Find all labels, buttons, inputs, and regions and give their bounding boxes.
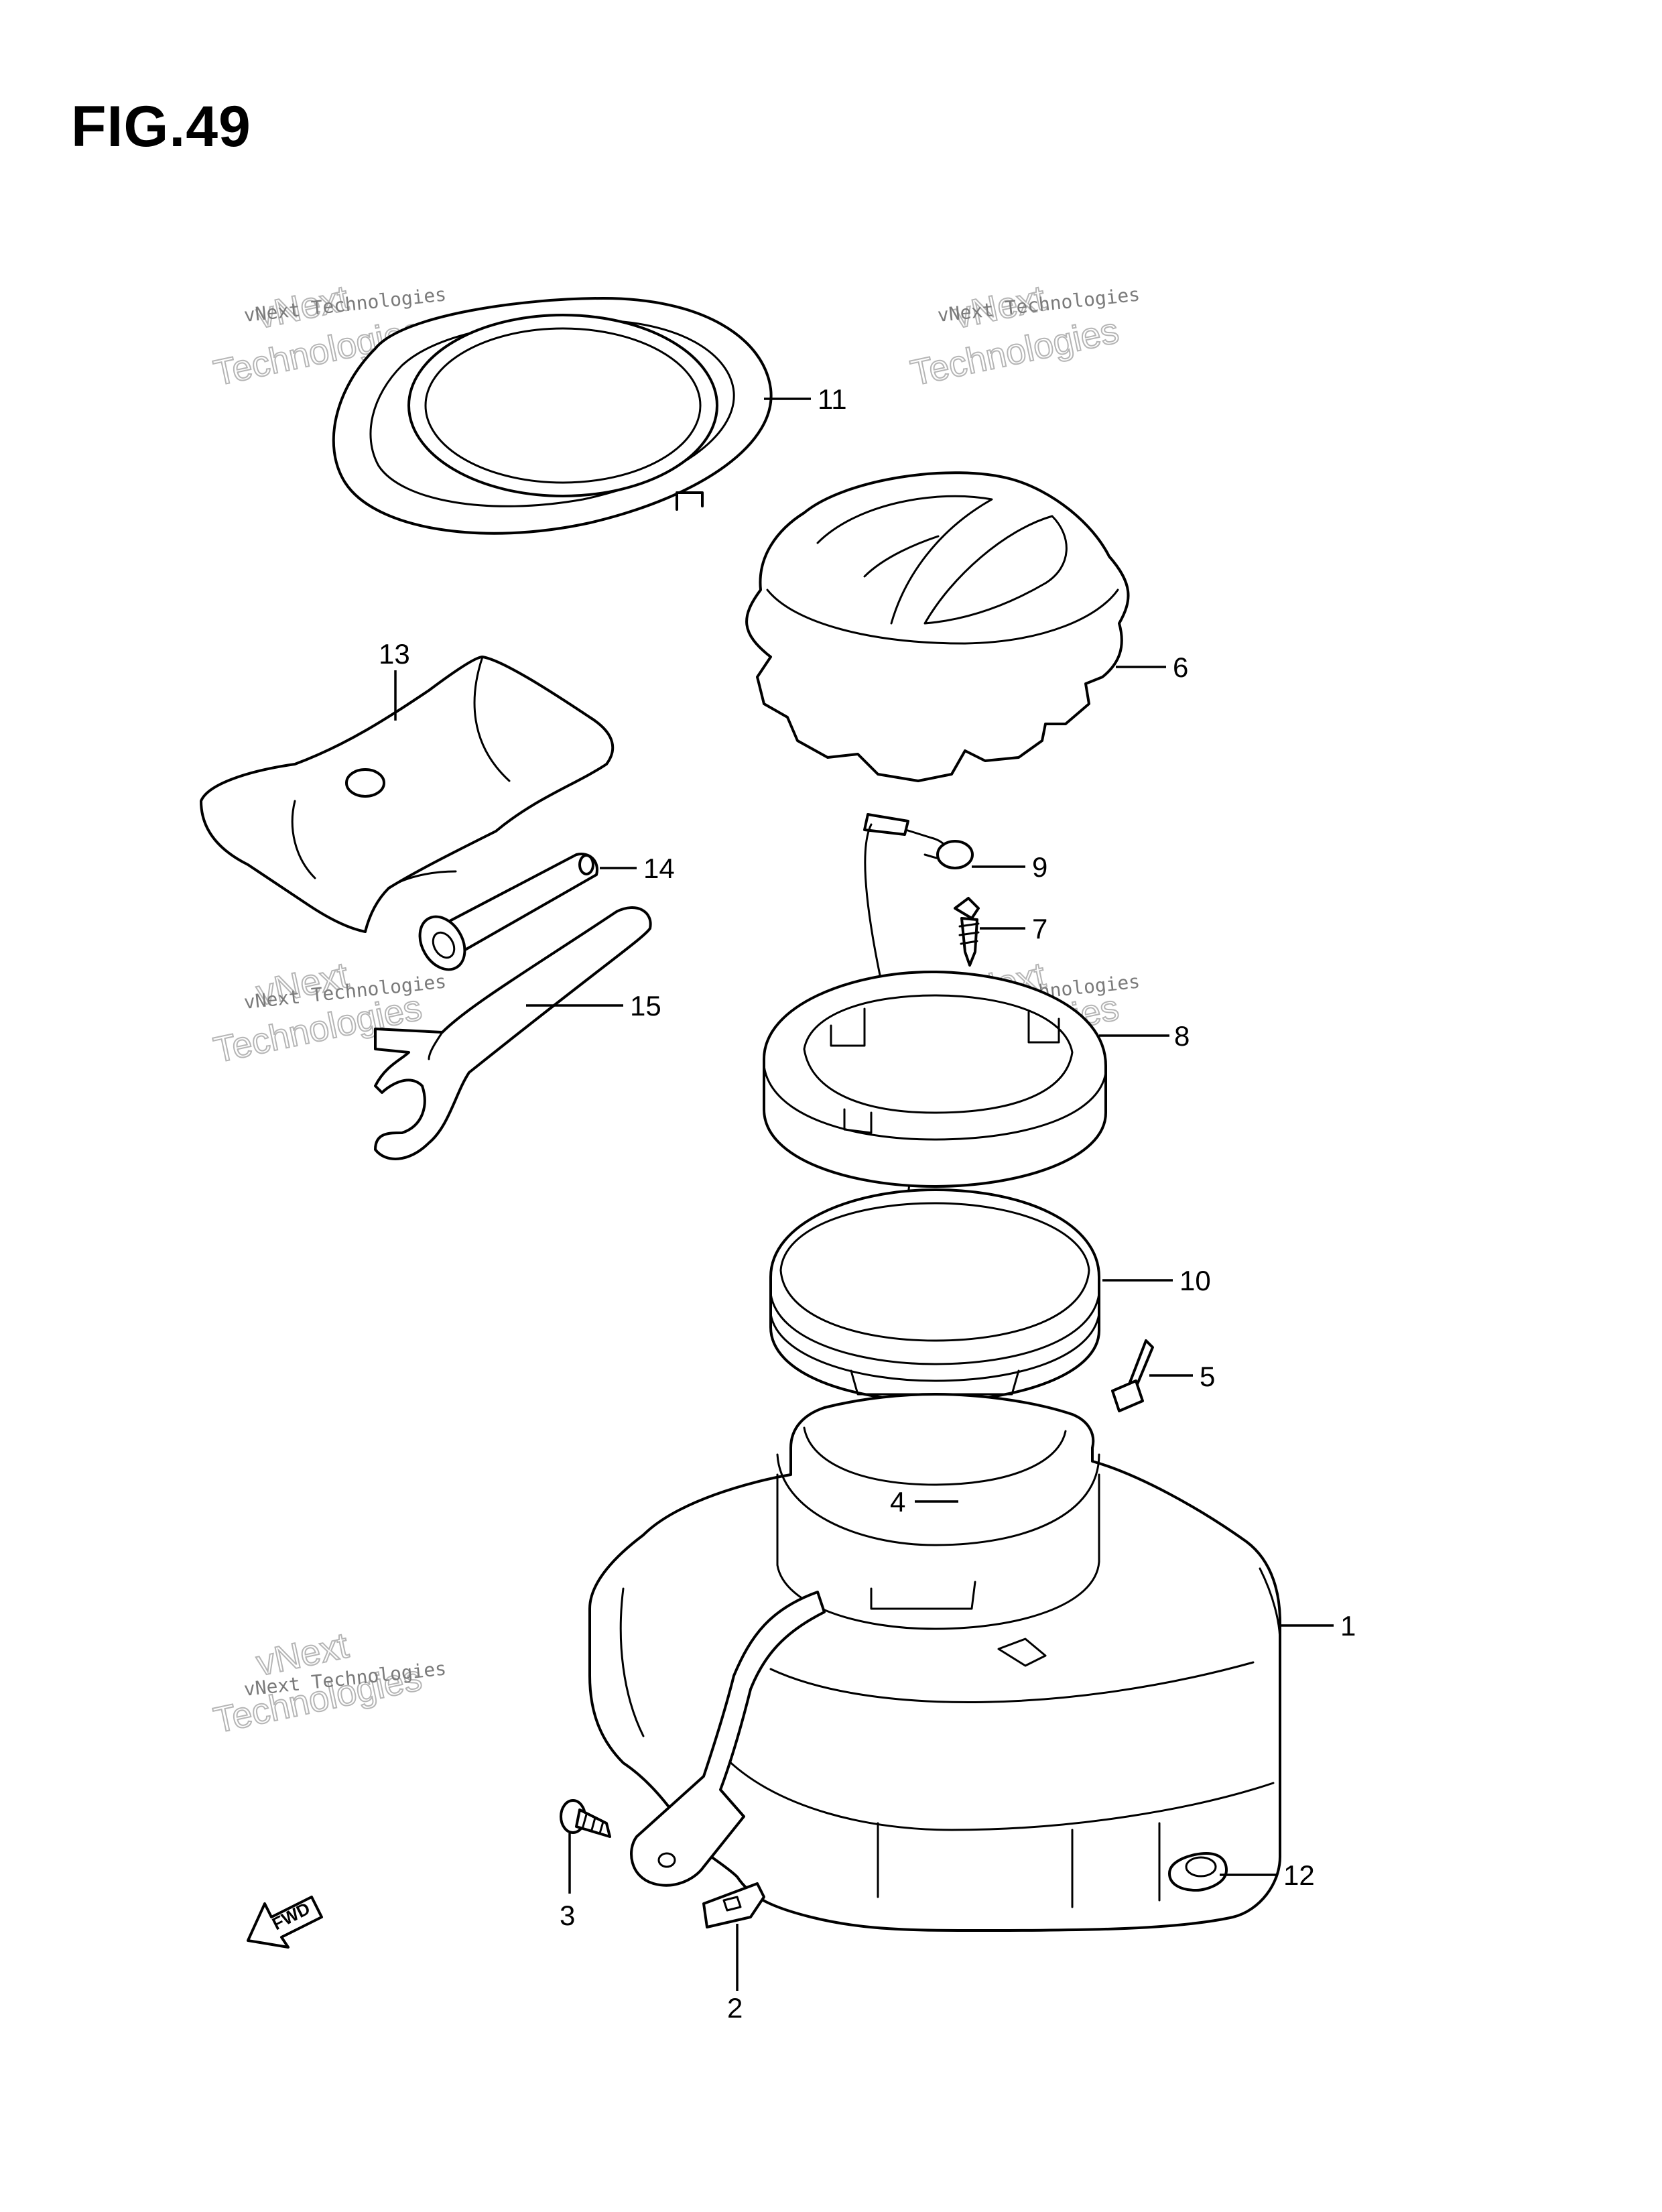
part-11-gasket — [332, 297, 773, 535]
callout-9: 9 — [1032, 851, 1047, 883]
part-3-bolt — [560, 1799, 611, 1838]
part-7-screw — [954, 897, 980, 967]
callout-10: 10 — [1179, 1265, 1211, 1296]
callout-8: 8 — [1174, 1020, 1190, 1052]
callout-labels: 11 6 13 14 15 9 7 8 10 5 4 1 12 3 2 — [379, 383, 1356, 2024]
part-12-grommet — [1168, 1852, 1228, 1892]
part-15-wrench — [374, 906, 652, 1160]
fwd-arrow-icon: FWD — [247, 1896, 323, 1949]
part-6-cap — [745, 471, 1130, 782]
callout-3: 3 — [560, 1900, 575, 1931]
callout-4: 4 — [890, 1486, 905, 1518]
callout-2: 2 — [727, 1992, 743, 2024]
callout-15: 15 — [630, 990, 661, 1022]
part-14-cylinder — [418, 853, 598, 971]
callout-14: 14 — [643, 853, 675, 884]
part-13-pouch — [200, 656, 615, 933]
watermark: vNext Technologies — [907, 278, 1123, 394]
callout-7: 7 — [1032, 913, 1047, 944]
callout-13: 13 — [379, 638, 410, 670]
part-8-ring — [763, 971, 1107, 1188]
leader-lines — [394, 397, 1334, 1991]
callout-1: 1 — [1340, 1610, 1356, 1642]
part-5-pin — [1111, 1339, 1154, 1412]
callout-12: 12 — [1283, 1859, 1315, 1891]
part-2-clip — [702, 1882, 765, 1928]
callout-5: 5 — [1200, 1361, 1215, 1392]
part-1-tank — [588, 1393, 1281, 1932]
callout-11: 11 — [818, 383, 847, 415]
part-10-seal — [769, 1188, 1100, 1402]
callout-6: 6 — [1173, 652, 1188, 683]
figure-title: FIG.49 — [71, 95, 251, 159]
